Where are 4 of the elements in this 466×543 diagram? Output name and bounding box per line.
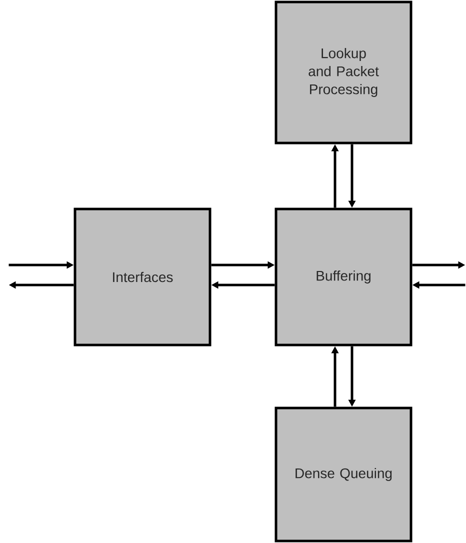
process-box: Buffering — [274, 208, 412, 346]
process-box: Dense Queuing — [274, 406, 412, 542]
process-box: Interfaces — [74, 208, 212, 346]
process-box: Lookup and Packet Processing — [274, 0, 412, 144]
